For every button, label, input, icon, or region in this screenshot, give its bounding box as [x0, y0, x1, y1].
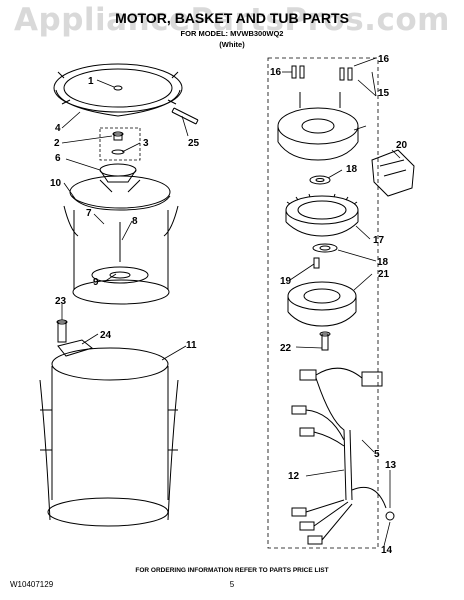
callout-24: 24: [100, 330, 112, 341]
callout-16-left: 16: [270, 67, 282, 78]
callout-19: 19: [280, 276, 292, 287]
watermark: AppliancePartsPros.com: [14, 2, 450, 38]
page-number: 5: [229, 580, 235, 589]
bracket-part: [57, 339, 94, 357]
callout-8: 8: [132, 216, 138, 227]
callout-14: 14: [381, 545, 393, 556]
wire-harness-part: [291, 367, 395, 545]
callout-10: 10: [50, 178, 62, 189]
callout-labels: 1 2 3 4 5 6 7 8 9 10 11 12 13 14 15 16 1…: [50, 54, 408, 556]
callout-13: 13: [385, 460, 397, 471]
nut-washer-box: [99, 127, 141, 161]
callout-4: 4: [55, 123, 61, 134]
rod-part: [171, 107, 199, 125]
model-line: FOR MODEL: MVWB300WQ2: [180, 29, 284, 38]
ordering-note: FOR ORDERING INFORMATION REFER TO PARTS …: [135, 567, 329, 574]
callout-21: 21: [378, 269, 390, 280]
basket-part: [63, 175, 179, 305]
callout-6: 6: [55, 153, 61, 164]
impeller-part: [99, 163, 137, 183]
callout-7: 7: [86, 208, 92, 219]
tub-ring-part: [53, 63, 183, 117]
motor-group-boundary: [267, 57, 379, 549]
callout-18-lower: 18: [377, 257, 389, 268]
callout-25: 25: [188, 138, 200, 149]
callout-12: 12: [288, 471, 300, 482]
page-title: MOTOR, BASKET AND TUB PARTS: [115, 10, 349, 26]
leader-lines: [61, 57, 401, 547]
washer-upper-part: [309, 175, 331, 185]
callout-15: 15: [378, 88, 390, 99]
nut-washer-part: [111, 131, 125, 155]
rotor-gear-part: [285, 193, 359, 237]
callout-5: 5: [374, 449, 380, 460]
callout-17: 17: [373, 235, 385, 246]
sensor-part: [371, 149, 415, 197]
callout-16-right: 16: [378, 54, 390, 65]
callout-2: 2: [54, 138, 60, 149]
bolt-small-part: [313, 257, 320, 269]
color-line: (White): [219, 40, 245, 49]
callout-22: 22: [280, 343, 292, 354]
bolt-bottom-part: [319, 331, 331, 351]
callout-11: 11: [186, 340, 197, 351]
outer-tub-part: [39, 347, 179, 527]
pin-parts: [291, 65, 353, 81]
callout-18-upper: 18: [346, 164, 358, 175]
washer-lower-part: [312, 243, 338, 253]
callout-20: 20: [396, 140, 408, 151]
callout-1: 1: [88, 76, 94, 87]
callout-9: 9: [93, 277, 99, 288]
callout-3: 3: [143, 138, 149, 149]
bolt-part: [56, 319, 68, 343]
stator-part: [287, 281, 357, 327]
callout-23: 23: [55, 296, 67, 307]
motor-mount-part: [277, 92, 359, 161]
document-number: W10407129: [10, 580, 54, 589]
